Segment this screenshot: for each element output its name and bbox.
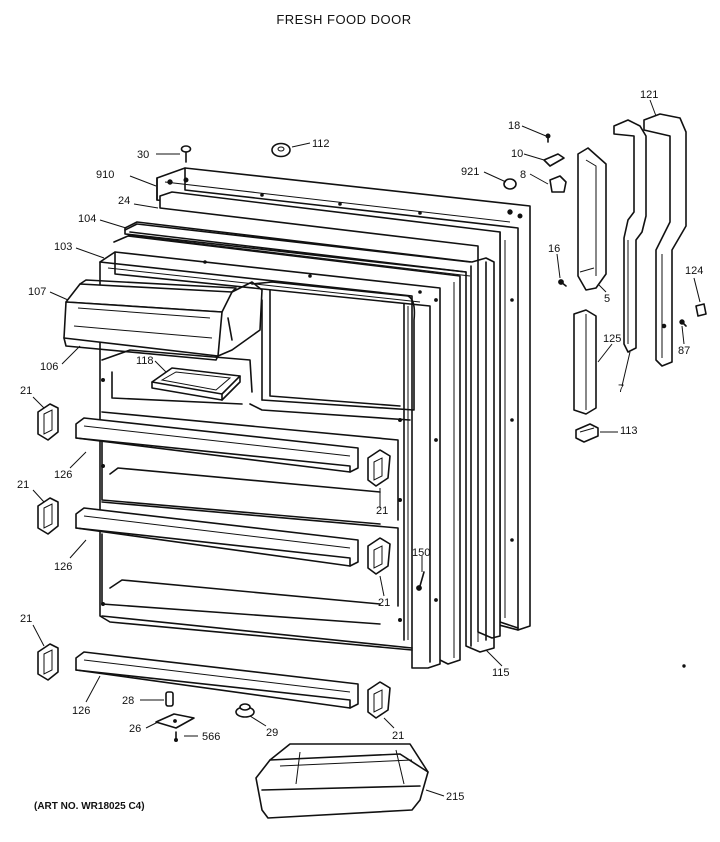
label-126-middle: 126 (54, 561, 72, 573)
label-16: 16 (548, 243, 560, 255)
plug-112 (271, 142, 291, 158)
label-125: 125 (603, 333, 621, 345)
clip-26 (155, 713, 195, 729)
label-5: 5 (604, 293, 610, 305)
bushing-8 (549, 175, 567, 193)
end-cap-right-lower (367, 681, 391, 719)
door-shelf-bar-lower (75, 651, 359, 709)
gasket-frame (113, 191, 501, 665)
label-106: 106 (40, 361, 58, 373)
door-bin-215 (255, 743, 429, 819)
door-shelf-bar-middle (75, 507, 359, 567)
label-18: 18 (508, 120, 520, 132)
label-215: 215 (446, 791, 464, 803)
label-104: 104 (78, 213, 96, 225)
label-910: 910 (96, 169, 114, 181)
label-8: 8 (520, 169, 526, 181)
end-cap-right-upper (367, 449, 391, 487)
label-21-left-upper: 21 (20, 385, 32, 397)
hinge-arm-7 (613, 119, 647, 353)
label-921: 921 (461, 166, 479, 178)
screw-87 (679, 319, 687, 327)
label-103: 103 (54, 241, 72, 253)
label-118: 118 (136, 355, 154, 367)
art-number: (ART NO. WR18025 C4) (34, 801, 145, 812)
label-26: 26 (129, 723, 141, 735)
dairy-compartment-door (63, 279, 263, 361)
hinge-arm-121 (643, 113, 687, 367)
door-shelf-bar-upper (75, 417, 359, 473)
label-121: 121 (640, 89, 658, 101)
label-566: 566 (202, 731, 220, 743)
label-21-left-lower: 21 (20, 613, 32, 625)
label-30: 30 (137, 149, 149, 161)
label-21-right-lower: 21 (392, 730, 404, 742)
screw-150 (416, 571, 425, 591)
screw-18 (545, 133, 551, 143)
label-29: 29 (266, 727, 278, 739)
bumper-113 (575, 423, 599, 443)
door-stop-bracket (577, 147, 607, 291)
screw-566 (174, 731, 178, 742)
screw-30 (180, 145, 192, 163)
end-cap-left-middle (37, 497, 59, 535)
label-21-left-middle: 21 (17, 479, 29, 491)
label-107: 107 (28, 286, 46, 298)
cam-29 (235, 703, 255, 718)
label-113: 113 (620, 425, 638, 437)
screw-16 (558, 279, 567, 287)
label-28: 28 (122, 695, 134, 707)
end-cap-left-upper (37, 403, 59, 441)
shim-10 (543, 153, 565, 167)
end-cap-right-middle (367, 537, 391, 575)
label-21-right-middle: 21 (378, 597, 390, 609)
hinge-pin-124 (695, 303, 707, 317)
label-124: 124 (685, 265, 703, 277)
cover-bracket-125 (573, 309, 597, 415)
leader-lines (32, 99, 701, 797)
end-cap-left-lower (37, 643, 59, 681)
label-115: 115 (492, 667, 510, 679)
label-150: 150 (412, 547, 430, 559)
diagram-title: FRESH FOOD DOOR (276, 12, 411, 27)
label-7: 7 (618, 383, 624, 395)
label-24: 24 (118, 195, 130, 207)
butter-tray (151, 367, 241, 401)
label-21-right-upper: 21 (376, 505, 388, 517)
label-126-lower: 126 (72, 705, 90, 717)
label-10: 10 (511, 148, 523, 160)
part-labels: 30 112 910 24 104 103 107 106 118 21 21 … (17, 89, 703, 803)
pin-28 (165, 691, 174, 707)
label-126-upper: 126 (54, 469, 72, 481)
plug-921 (503, 178, 517, 190)
label-87: 87 (678, 345, 690, 357)
label-112: 112 (312, 138, 330, 150)
